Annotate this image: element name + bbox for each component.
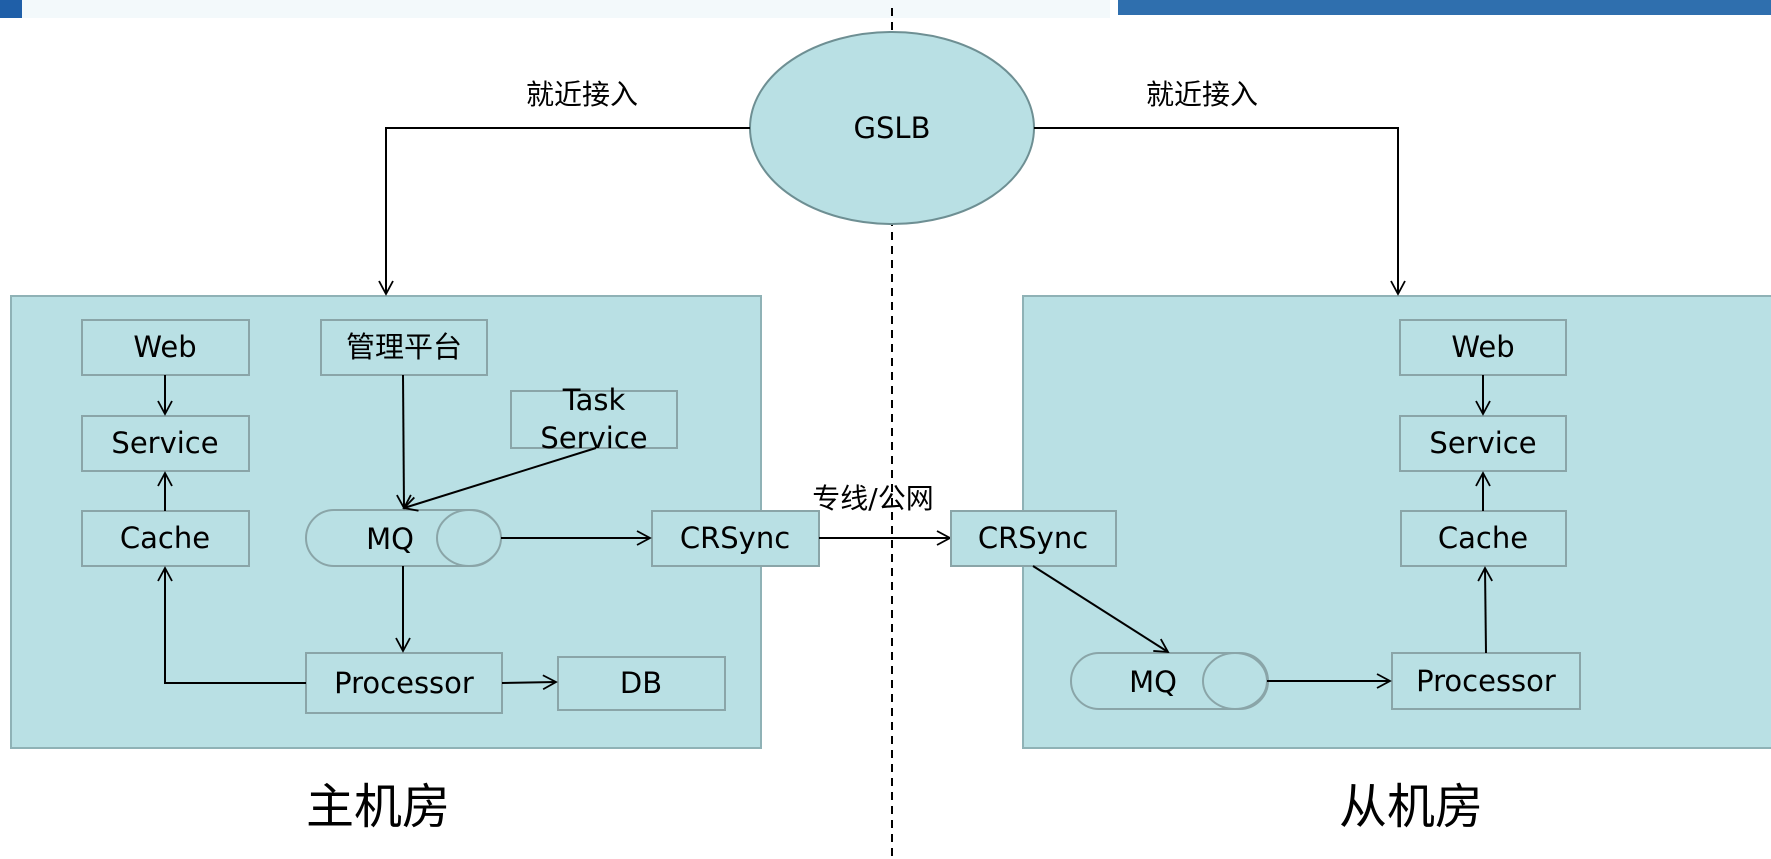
top-banner-accent [0, 0, 22, 18]
primary-processor-box [305, 652, 503, 714]
top-banner-left [0, 0, 1110, 18]
primary-db-box [557, 656, 726, 711]
secondary-web-box [1399, 319, 1567, 376]
primary-room-title: 主机房 [306, 779, 450, 835]
primary-crsync-box [651, 510, 820, 567]
secondary-service-box [1399, 415, 1567, 472]
secondary-crsync-label: CRSync [978, 521, 1088, 555]
primary-web-label: Web [133, 330, 196, 364]
secondary-cache-label: Cache [1438, 521, 1528, 555]
gslb-label: GSLB [854, 111, 931, 145]
primary-processor-label: Processor [334, 666, 474, 700]
secondary-web-label: Web [1451, 330, 1514, 364]
primary-admin-box [320, 319, 488, 376]
arrow-admin-to-mq [396, 374, 412, 510]
arrow-processor-to-cache [157, 566, 306, 684]
primary-service-box [81, 415, 250, 472]
primary-task-service-line1: Task [562, 383, 626, 417]
primary-db-label: DB [620, 666, 662, 700]
primary-web-box [81, 319, 250, 376]
left-access-label: 就近接入 [526, 78, 638, 111]
arrow-processor-to-db [501, 674, 558, 691]
secondary-mq-label: MQ [1129, 665, 1177, 699]
primary-service-label: Service [111, 426, 218, 460]
primary-admin-label: 管理平台 [346, 330, 462, 364]
secondary-service-label: Service [1429, 426, 1536, 460]
secondary-processor-label: Processor [1416, 664, 1556, 698]
arrow-secondary-processor-to-cache [1477, 566, 1493, 654]
primary-cache-label: Cache [120, 521, 210, 555]
right-access-label: 就近接入 [1146, 78, 1258, 111]
primary-mq-cap [436, 509, 502, 567]
primary-task-service-line2: Service [540, 421, 647, 455]
primary-crsync-label: CRSync [680, 521, 790, 555]
secondary-mq-cap [1202, 652, 1268, 710]
link-label: 专线/公网 [812, 482, 933, 515]
top-banner-right-image [1118, 0, 1771, 15]
primary-mq-label: MQ [366, 522, 414, 556]
arrow-task-to-mq [402, 447, 597, 512]
secondary-cache-box [1400, 510, 1567, 567]
arrow-secondary-crsync-to-mq [1032, 565, 1170, 654]
left-access-line [378, 127, 750, 296]
right-access-line [1034, 127, 1406, 296]
secondary-crsync-box [950, 510, 1117, 567]
secondary-processor-box [1391, 652, 1581, 710]
secondary-room-title: 从机房 [1339, 779, 1483, 835]
